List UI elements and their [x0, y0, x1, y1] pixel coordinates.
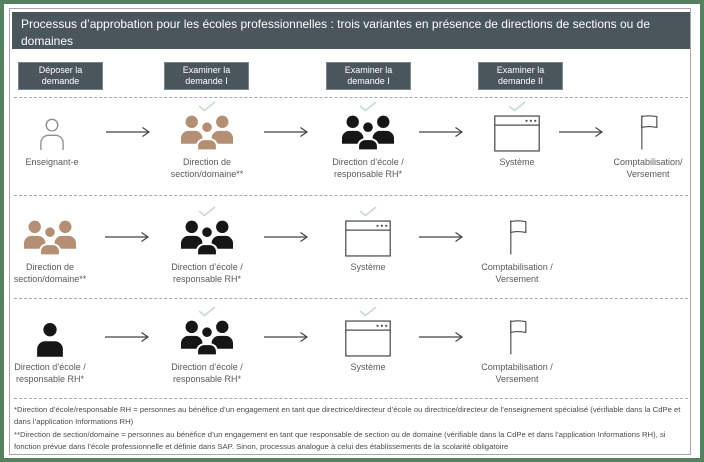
flow-node-systeme: Système [308, 205, 428, 273]
people-group-icon [180, 219, 234, 257]
node-label: Système [350, 362, 386, 372]
arrow-right-icon [104, 231, 152, 243]
step-box-deposer: Déposer la demande [18, 62, 103, 90]
node-label: Système [350, 262, 386, 272]
separator-dashed [14, 298, 688, 299]
system-window-icon [345, 320, 391, 357]
footnote-direction-ecole: *Direction d’école/responsable RH = pers… [14, 405, 681, 426]
flag-icon [505, 217, 530, 257]
node-label: Comptabilisation/ Versement [613, 157, 683, 180]
node-label: Système [499, 157, 535, 167]
check-icon [197, 205, 217, 218]
footnote-direction-section: **Direction de section/domaine = personn… [14, 430, 666, 451]
flow-node-direction-ecole: Direction d’école / responsable RH* [147, 305, 267, 385]
check-icon [358, 100, 378, 113]
person-outline-icon [36, 116, 68, 152]
people-group-icon [180, 319, 234, 357]
system-window-icon [345, 220, 391, 257]
check-icon [197, 100, 217, 113]
flow-node-direction-section: Direction de section/domaine** [0, 205, 110, 285]
node-label: Direction d’école / responsable RH* [171, 262, 243, 285]
separator-dashed [14, 195, 688, 196]
flow-node-direction-ecole: Direction d’école / responsable RH* [308, 100, 428, 180]
flow-node-direction-ecole-seul: Direction d’école / responsable RH* [0, 305, 110, 385]
flow-node-systeme: Système [457, 100, 577, 168]
check-icon [197, 305, 217, 318]
system-window-icon [494, 115, 540, 152]
flag-icon [636, 112, 661, 152]
flow-node-comptabilisation: Comptabilisation / Versement [457, 205, 577, 285]
node-label: Direction d’école / responsable RH* [171, 362, 243, 385]
node-label: Direction de section/domaine** [13, 262, 87, 285]
node-label: Enseignant-e [25, 157, 79, 167]
step-box-examiner-3: Examiner la demande II [478, 62, 563, 90]
people-group-icon [180, 114, 234, 152]
node-label: Direction de section/domaine** [170, 157, 244, 180]
people-group-icon [341, 114, 395, 152]
node-label: Comptabilisation / Versement [481, 362, 553, 385]
check-icon [507, 100, 527, 113]
arrow-right-icon [263, 231, 311, 243]
arrow-right-icon [263, 331, 311, 343]
flag-icon [505, 317, 530, 357]
content-border [9, 8, 691, 455]
check-icon [358, 205, 378, 218]
arrow-right-icon [105, 126, 153, 138]
node-label: Direction d’école / responsable RH* [14, 362, 86, 385]
arrow-right-icon [263, 126, 311, 138]
flow-node-direction-ecole: Direction d’école / responsable RH* [147, 205, 267, 285]
step-box-examiner-1: Examiner la demande I [164, 62, 249, 90]
flow-node-enseignant: Enseignant-e [0, 100, 112, 168]
node-label: Comptabilisation / Versement [481, 262, 553, 285]
separator-dashed [14, 398, 688, 399]
check-icon [358, 305, 378, 318]
flow-node-systeme: Système [308, 305, 428, 373]
person-filled-icon [34, 321, 66, 357]
flow-node-direction-section: Direction de section/domaine** [147, 100, 267, 180]
node-label: Direction d’école / responsable RH* [332, 157, 404, 180]
flow-node-comptabilisation: Comptabilisation / Versement [457, 305, 577, 385]
page-title: Processus d’approbation pour les écoles … [12, 12, 690, 49]
flow-node-comptabilisation: Comptabilisation/ Versement [588, 100, 704, 180]
separator-dashed [14, 97, 688, 98]
arrow-right-icon [104, 331, 152, 343]
people-group-icon [23, 219, 77, 257]
step-box-examiner-2: Examiner la demande I [326, 62, 411, 90]
